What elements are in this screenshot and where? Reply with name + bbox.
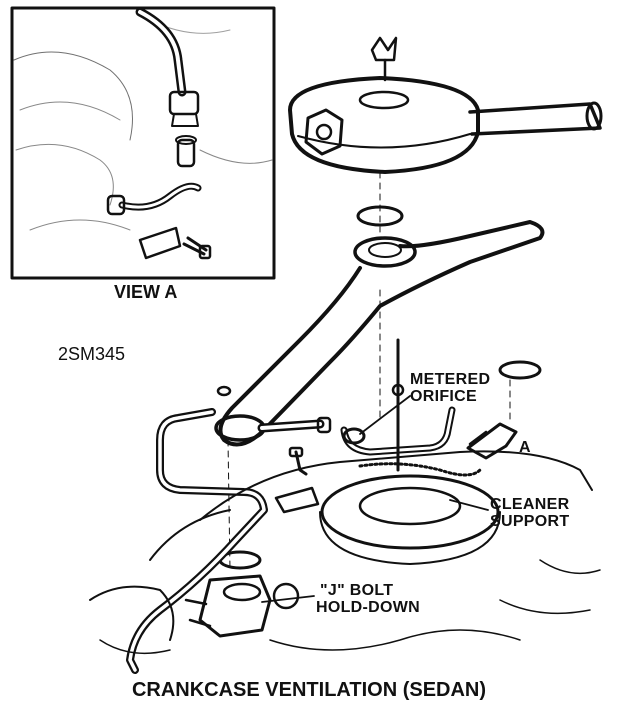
leader-lines (261, 395, 489, 603)
j-bolt-line1: "J" BOLT (320, 582, 394, 599)
alignment-lines (227, 171, 511, 571)
inset-view-a-drawing (10, 6, 276, 280)
j-bolt-leader (261, 595, 315, 603)
view-marker-a: A (519, 439, 531, 456)
air-cleaner-snorkel (468, 102, 602, 136)
upper-gasket (356, 205, 404, 227)
inset-frame (10, 6, 276, 280)
bracket-a (466, 422, 518, 460)
metered-orifice-line1: METERED (410, 371, 491, 388)
figure-title: CRANKCASE VENTILATION (SEDAN) (131, 679, 487, 701)
cleaner-support-line1: CLEANER (490, 496, 570, 513)
j-bolt-label: "J" BOLT HOLD-DOWN (316, 582, 421, 617)
ventilation-hoses (126, 338, 456, 674)
wing-nut (370, 36, 398, 62)
engine-drawing (89, 446, 601, 655)
cleaner-support-line2: SUPPORT (490, 512, 570, 530)
hold-down-plate (274, 486, 320, 514)
metered-orifice-label: METERED ORIFICE (410, 371, 491, 406)
cleaner-support-leader (449, 499, 489, 511)
figure-id-code: 2SM345 (58, 344, 126, 364)
air-cleaner-drawing (288, 36, 603, 174)
metered-orifice-fitting (342, 427, 366, 445)
carburetor-top (320, 474, 500, 550)
small-nut (216, 385, 232, 397)
inset-tube (118, 182, 202, 211)
j-bolt-line2: HOLD-DOWN (316, 598, 421, 616)
cleaner-support-arm (218, 220, 545, 447)
cleaner-support-label: CLEANER SUPPORT (490, 496, 570, 531)
cleaner-support-drawing (214, 220, 545, 447)
j-bolt (294, 450, 308, 476)
metered-orifice-line2: ORIFICE (410, 387, 477, 405)
view-a-label: VIEW A (114, 282, 178, 302)
inset-valve (168, 90, 200, 116)
inset-bracket (138, 226, 182, 260)
metered-orifice-leader (359, 395, 411, 435)
side-gasket (498, 360, 542, 380)
